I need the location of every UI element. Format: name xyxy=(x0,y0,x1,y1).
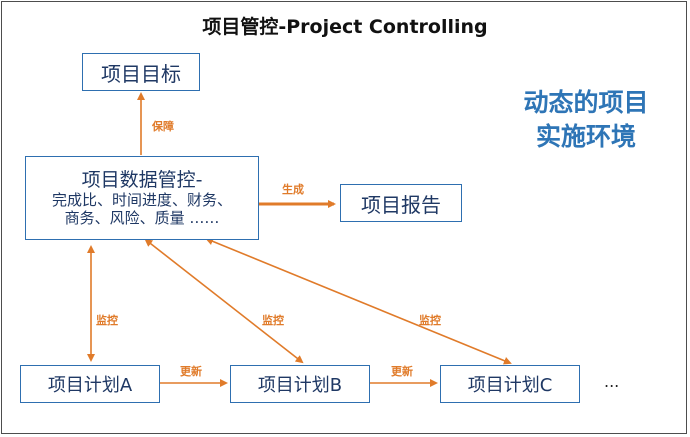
node-plan-c: 项目计划C xyxy=(440,365,580,403)
node-plan-a-label: 项目计划A xyxy=(47,375,133,396)
environment-line-1: 动态的项目 xyxy=(523,88,649,117)
arrow-monitor-c xyxy=(205,237,512,365)
diagram-title: 项目管控-Project Controlling xyxy=(202,16,488,38)
node-project-report-label: 项目报告 xyxy=(361,192,441,217)
label-guarantee: 保障 xyxy=(152,120,174,133)
more-plans-ellipsis: ... xyxy=(604,372,620,391)
node-plan-c-label: 项目计划C xyxy=(467,375,553,396)
node-project-goal: 项目目标 xyxy=(82,53,200,91)
label-monitor-a: 监控 xyxy=(96,314,118,327)
environment-line-2: 实施环境 xyxy=(535,121,636,151)
node-plan-b: 项目计划B xyxy=(230,365,370,403)
environment-label: 动态的项目 实施环境 xyxy=(498,86,674,154)
node-plan-b-label: 项目计划B xyxy=(257,375,343,396)
label-update-bc: 更新 xyxy=(391,365,413,378)
label-generate: 生成 xyxy=(282,183,304,196)
label-monitor-c: 监控 xyxy=(419,314,441,327)
data-management-items-2: 商务、风险、质量 …… xyxy=(64,209,220,228)
label-update-ab: 更新 xyxy=(180,365,202,378)
node-project-report: 项目报告 xyxy=(340,184,462,222)
node-project-goal-label: 项目目标 xyxy=(101,61,181,86)
arrow-monitor-b xyxy=(144,238,304,364)
data-management-items-1: 完成比、时间进度、财务、 xyxy=(51,191,232,210)
data-management-title: 项目数据管控- xyxy=(81,168,203,191)
node-data-management: 项目数据管控- 完成比、时间进度、财务、 商务、风险、质量 …… xyxy=(25,156,259,240)
label-monitor-b: 监控 xyxy=(262,314,284,327)
node-plan-a: 项目计划A xyxy=(20,365,160,403)
